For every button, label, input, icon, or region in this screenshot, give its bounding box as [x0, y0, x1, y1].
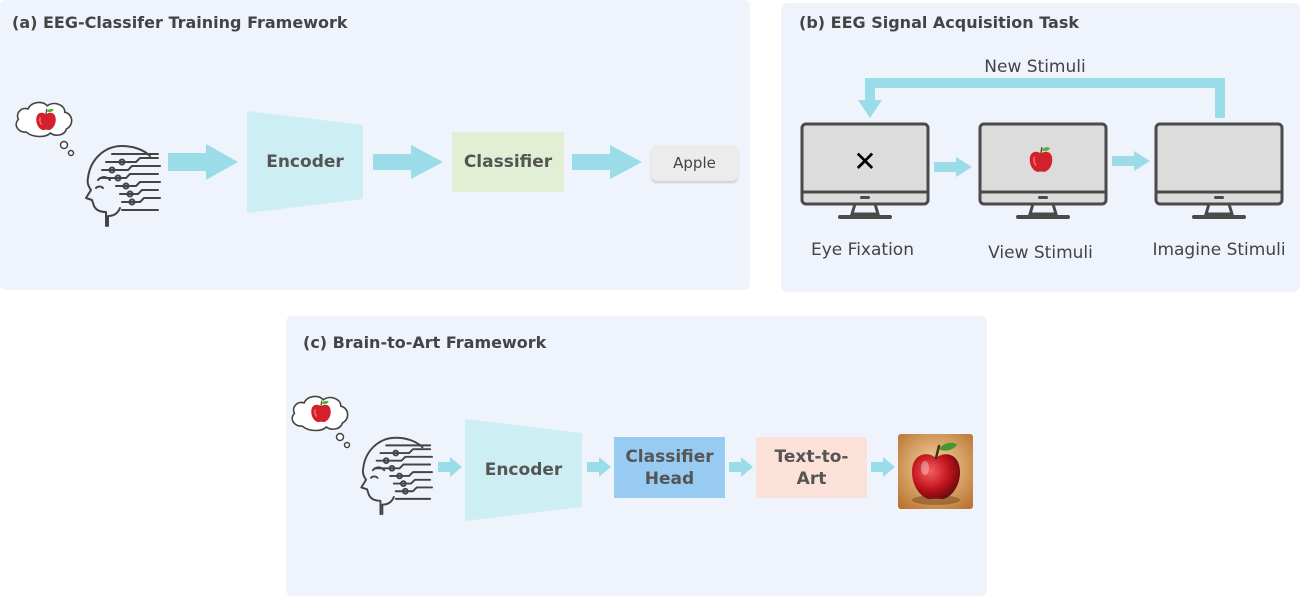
apple-icon	[310, 400, 332, 423]
fixation-cross-icon: ✕	[853, 144, 877, 178]
loop-arrow	[858, 78, 1225, 118]
thought-bubble-dots	[335, 432, 351, 449]
arrow-encoder-to-head	[587, 457, 611, 477]
stage-label-imagine-stimuli: Imagine Stimuli	[1152, 240, 1286, 260]
arrow-encoder-to-classifier	[373, 145, 443, 179]
arrow-fixation-to-view	[934, 157, 972, 177]
arrow-head-to-encoder	[168, 144, 238, 180]
classifier-head-block: Classifier Head	[614, 437, 725, 498]
arrow-classifier-to-output	[572, 145, 642, 179]
encoder-label: Encoder	[484, 460, 563, 480]
apple-icon	[35, 108, 57, 131]
monitor-imagine	[1154, 122, 1284, 219]
arrow-art-to-image	[871, 457, 895, 477]
text-to-art-block: Text-to-Art	[756, 437, 867, 498]
classifier-head-label: Classifier Head	[625, 446, 714, 489]
encoder-block: Encoder	[465, 419, 582, 521]
encoder-block: Encoder	[247, 111, 363, 213]
brain-head-icon	[360, 436, 434, 516]
arrow-head-to-encoder	[438, 457, 462, 477]
brain-head-icon	[85, 145, 161, 227]
generated-apple-image	[898, 434, 973, 509]
arrow-head-to-art	[729, 457, 753, 477]
classifier-block: Classifier	[452, 132, 564, 192]
apple-icon	[1028, 146, 1054, 173]
panel-a-title: (a) EEG-Classifer Training Framework	[12, 13, 348, 32]
thought-bubble-dots	[59, 140, 75, 157]
stage-label-eye-fixation: Eye Fixation	[811, 240, 914, 260]
text-to-art-label: Text-to-Art	[774, 446, 849, 489]
panel-b-title: (b) EEG Signal Acquisition Task	[799, 13, 1080, 32]
arrow-view-to-imagine	[1112, 151, 1150, 171]
encoder-label: Encoder	[266, 152, 344, 172]
panel-a	[0, 0, 750, 290]
stage-label-view-stimuli: View Stimuli	[988, 243, 1093, 263]
output-label-box: Apple	[651, 145, 738, 181]
panel-c-title: (c) Brain-to-Art Framework	[303, 333, 547, 352]
loop-label: New Stimuli	[984, 57, 1086, 77]
